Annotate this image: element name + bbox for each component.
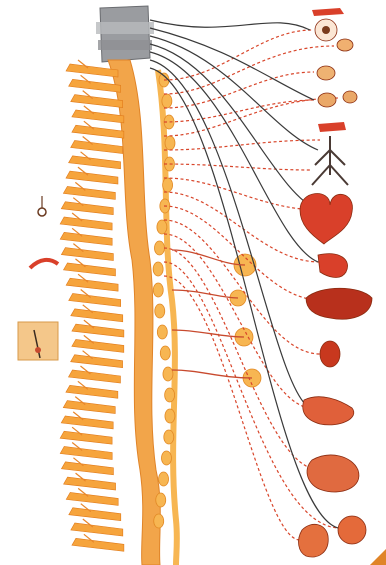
trunk-ganglion bbox=[157, 325, 167, 339]
trunk-ganglion bbox=[156, 493, 166, 507]
kidney bbox=[320, 341, 340, 367]
trunk-ganglion bbox=[157, 220, 167, 234]
bladder bbox=[338, 516, 366, 544]
trunk-ganglion bbox=[154, 514, 164, 528]
trunk-ganglion bbox=[155, 304, 165, 318]
trunk-ganglion bbox=[163, 178, 173, 192]
trunk-ganglion bbox=[165, 136, 175, 150]
brainstem bbox=[96, 6, 154, 62]
trunk-ganglion bbox=[164, 430, 174, 444]
trunk-ganglion bbox=[162, 94, 172, 108]
trunk-ganglion bbox=[165, 409, 175, 423]
trunk-ganglion bbox=[153, 262, 163, 276]
trunk-ganglion bbox=[163, 367, 173, 381]
trunk-ganglion bbox=[153, 283, 163, 297]
trunk-ganglion bbox=[159, 472, 169, 486]
trunk-ganglion bbox=[161, 451, 171, 465]
trunk-ganglion bbox=[165, 388, 175, 402]
stomach bbox=[318, 254, 348, 278]
genitals bbox=[299, 524, 329, 557]
trunk-ganglion bbox=[160, 346, 170, 360]
trunk-ganglion bbox=[154, 241, 164, 255]
skin-inset bbox=[18, 322, 58, 360]
